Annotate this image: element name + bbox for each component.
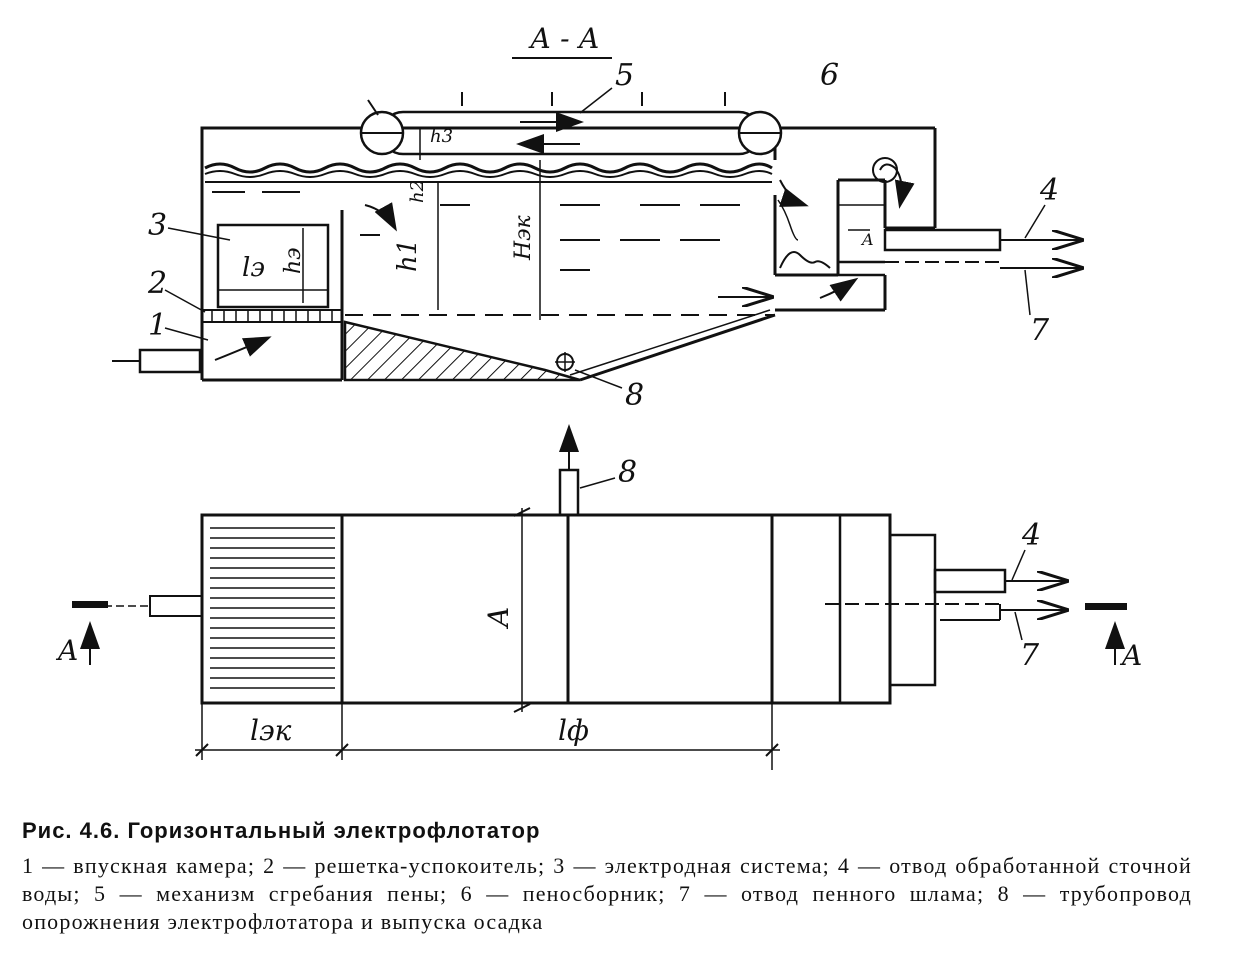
plan-label-7: 7	[1020, 638, 1040, 673]
label-2: 2	[147, 266, 167, 301]
label-4: 4	[1039, 173, 1059, 208]
dim-h3: h3	[430, 126, 453, 147]
dim-he: hэ	[281, 248, 306, 275]
figure-caption-title: Рис. 4.6. Горизонтальный электрофлотатор	[22, 818, 541, 843]
dim-Hek: Hэк	[511, 214, 536, 261]
label-5: 5	[615, 58, 634, 93]
label-7: 7	[1030, 313, 1050, 348]
marker-a-small: A	[860, 230, 874, 249]
dim-le: lэ	[242, 253, 265, 283]
electrode-system	[216, 223, 330, 309]
section-label: А - А	[528, 22, 600, 55]
section-marker-right: A	[1119, 639, 1142, 672]
figure-caption-body: 1 — впускная камера; 2 — решетка-успокои…	[22, 853, 1192, 934]
sediment-zone	[343, 320, 581, 382]
dim-width-A: A	[482, 607, 515, 630]
dim-h1: h1	[393, 239, 423, 272]
dim-h2: h2	[407, 180, 428, 203]
water-level-dashes	[212, 191, 740, 271]
dim-lek: lэк	[250, 714, 292, 747]
treated-water-pipe	[883, 228, 1002, 252]
dim-lf: lф	[558, 714, 589, 747]
plan-label-4: 4	[1021, 518, 1041, 553]
section-marker-left: A	[55, 634, 78, 667]
label-3: 3	[148, 208, 167, 243]
label-1: 1	[148, 308, 167, 343]
plan-view: A A 4 7 8 A lэк lф	[55, 424, 1142, 770]
foam-layer	[204, 162, 773, 174]
electroflotator-diagram: А - А lэ hэ	[55, 22, 1142, 770]
plan-label-8: 8	[618, 455, 637, 490]
label-6: 6	[820, 58, 839, 93]
section-view: А - А lэ hэ	[112, 22, 1080, 413]
label-8: 8	[625, 378, 644, 413]
inlet-pipe	[138, 348, 202, 374]
electrode-plates	[210, 527, 335, 689]
